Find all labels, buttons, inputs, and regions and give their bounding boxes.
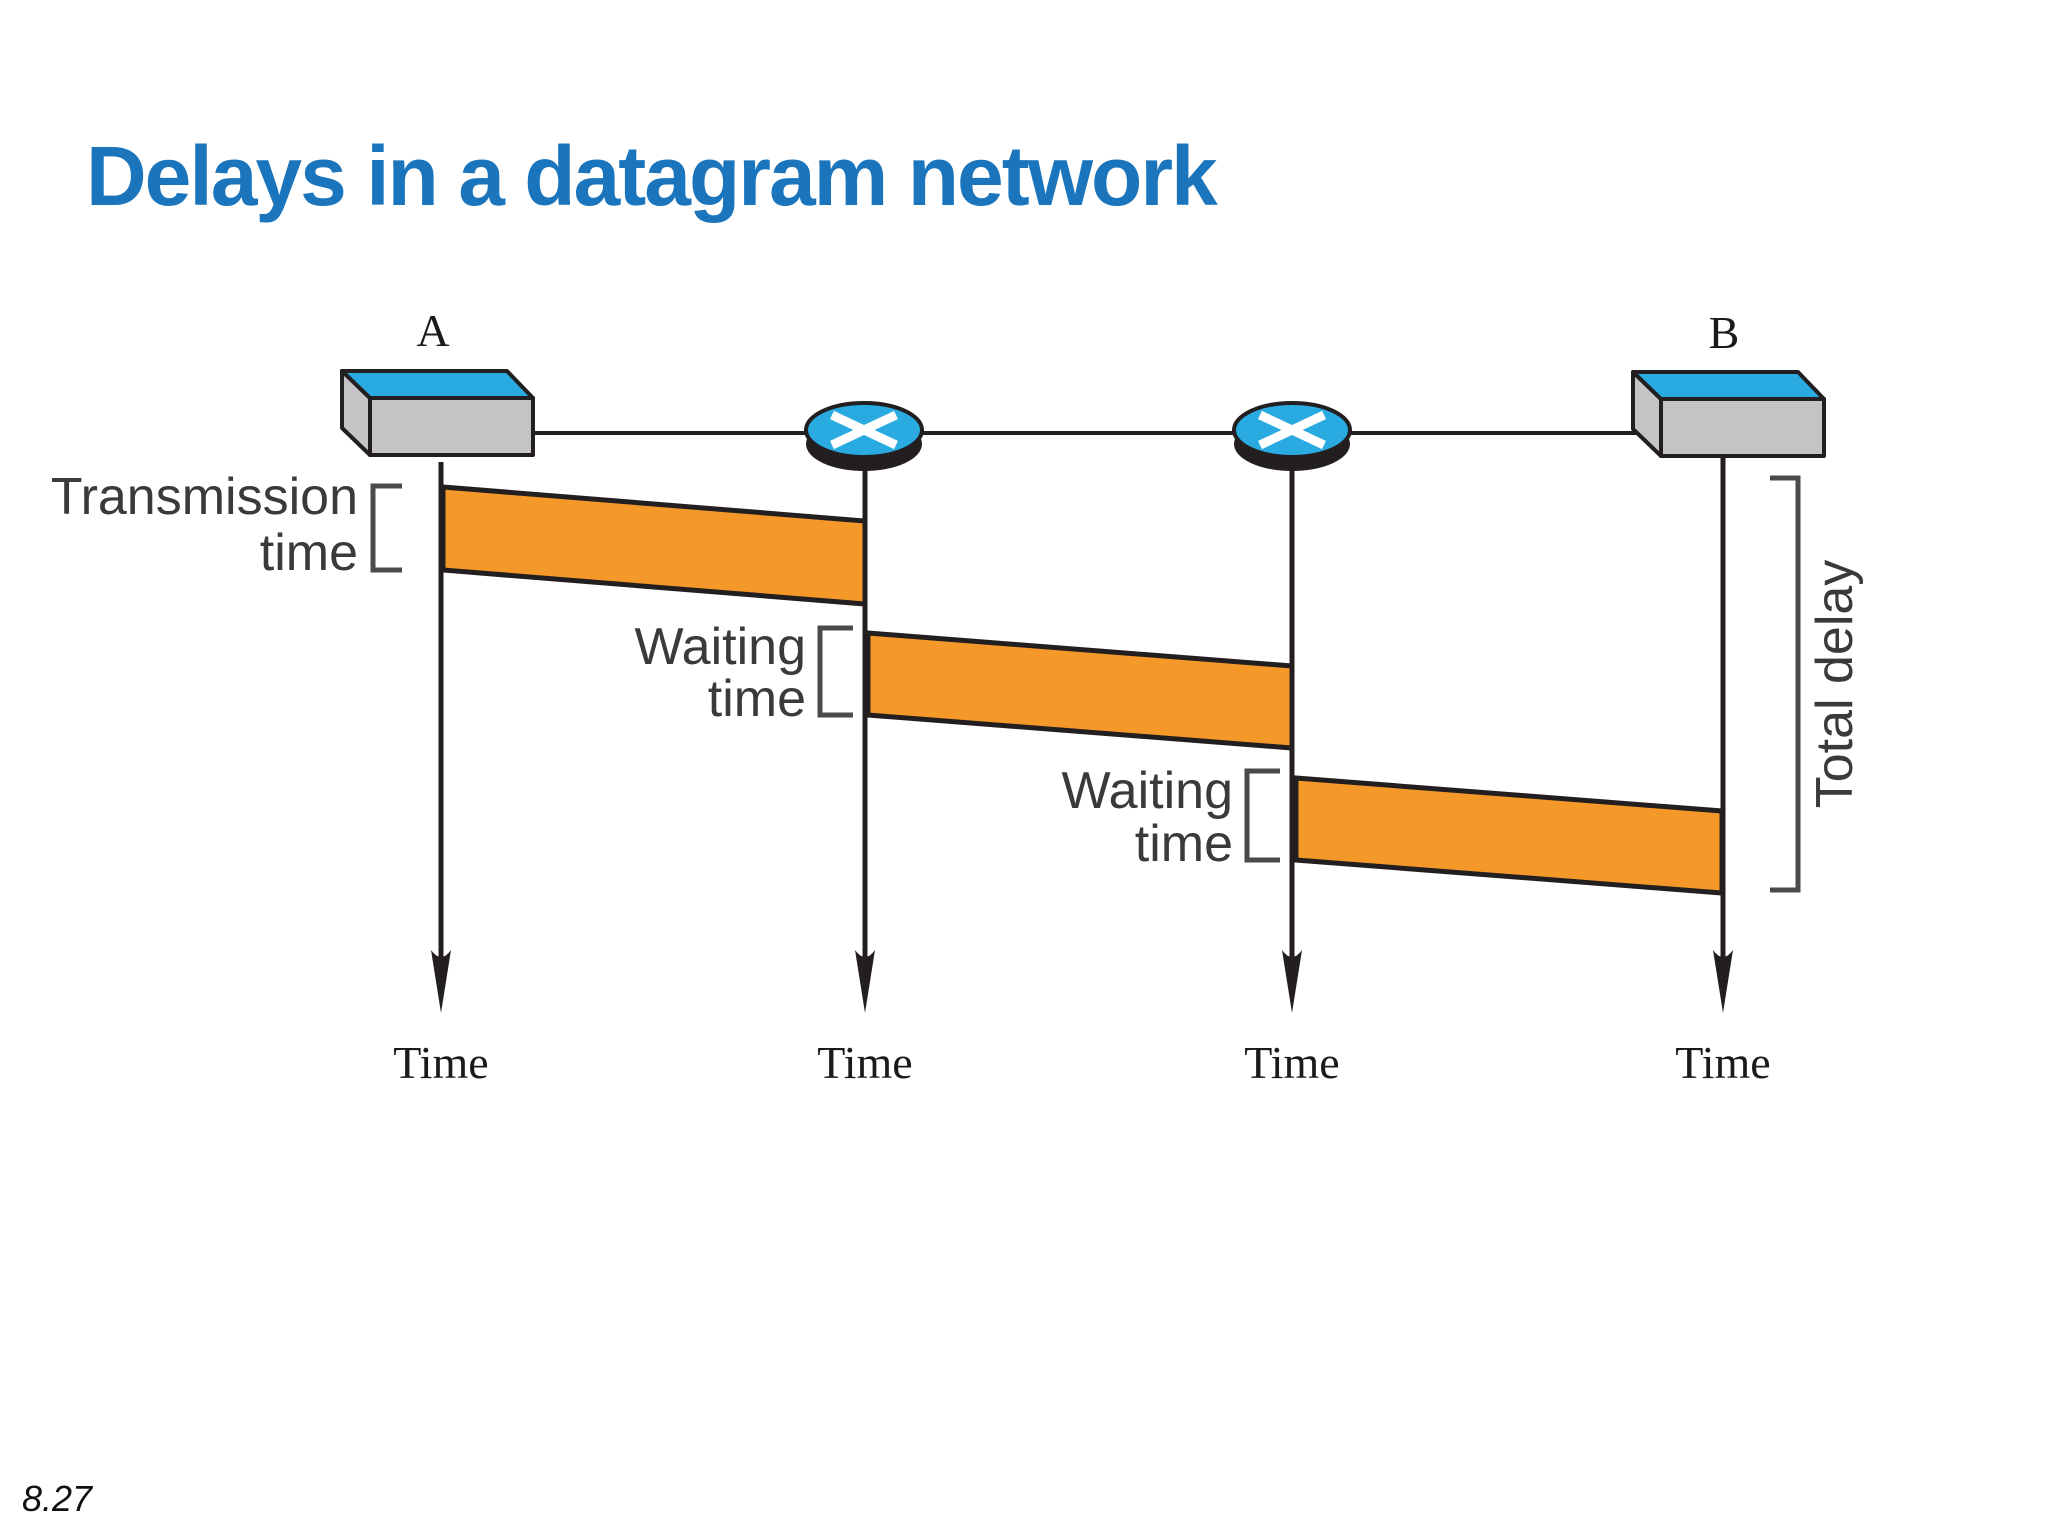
svg-text:time: time <box>260 524 358 582</box>
packet-bar-2 <box>865 630 1295 751</box>
router-1-icon <box>804 401 924 471</box>
transmission-time-label: Transmission time <box>51 468 358 582</box>
slide-number: 8.27 <box>22 1478 93 1519</box>
waiting-time-bracket-1 <box>817 625 853 718</box>
waiting-time-label-2: Waiting time <box>1062 762 1233 873</box>
page-title: Delays in a datagram network <box>86 129 1218 223</box>
transmission-time-bracket <box>370 483 402 573</box>
svg-text:time: time <box>1135 815 1233 873</box>
packet-bar-3 <box>1293 775 1725 896</box>
packet-bar-1 <box>440 484 868 607</box>
host-b-icon <box>1631 370 1826 458</box>
waiting-time-bracket-2 <box>1244 768 1280 863</box>
svg-text:Waiting: Waiting <box>1062 762 1233 820</box>
time-label-1: Time <box>393 1037 488 1088</box>
host-a-label: A <box>416 305 449 356</box>
svg-text:Waiting: Waiting <box>635 618 806 676</box>
host-a-icon <box>340 369 535 457</box>
time-label-3: Time <box>1244 1037 1339 1088</box>
time-label-4: Time <box>1675 1037 1770 1088</box>
time-label-2: Time <box>817 1037 912 1088</box>
time-axis-b <box>1713 458 1733 1013</box>
host-b-label: B <box>1709 307 1740 358</box>
total-delay-bracket <box>1770 475 1801 893</box>
router-2-icon <box>1232 401 1352 471</box>
svg-text:time: time <box>708 670 806 728</box>
waiting-time-label-1: Waiting time <box>635 618 806 728</box>
total-delay-label: Total delay <box>1806 560 1864 809</box>
svg-text:Transmission: Transmission <box>51 468 358 526</box>
